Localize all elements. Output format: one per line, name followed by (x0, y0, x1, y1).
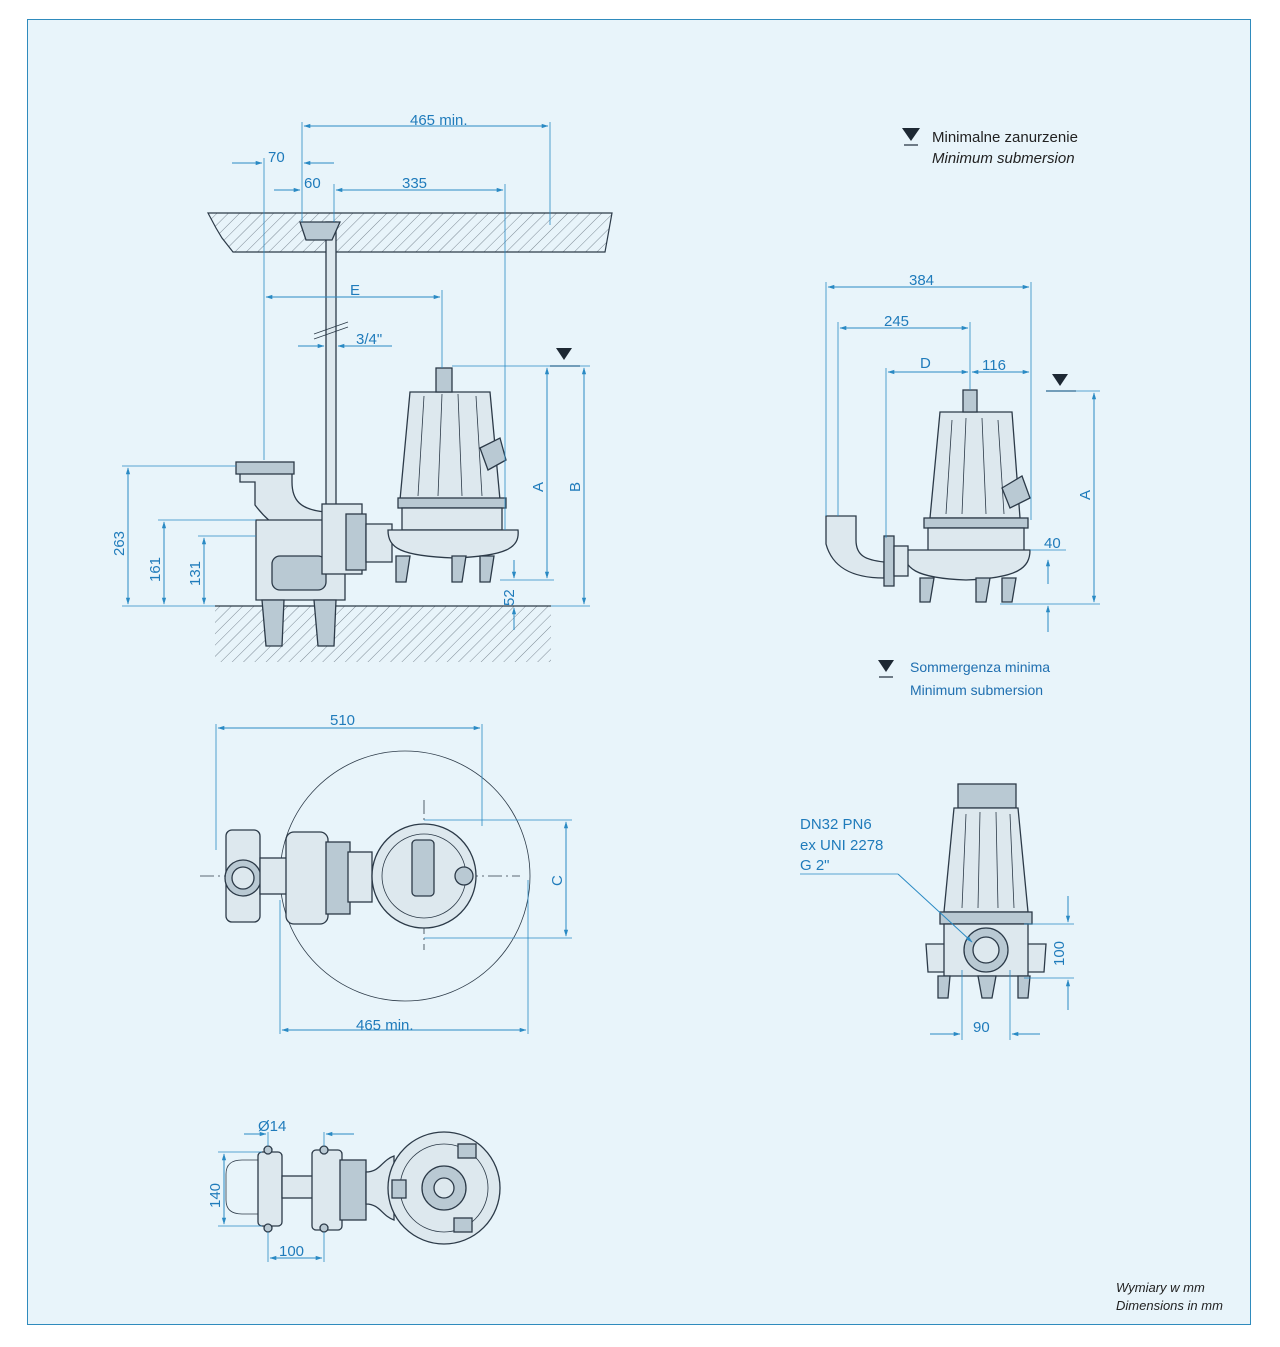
legend-top-line2: Minimum submersion (932, 150, 1075, 167)
dim-335: 335 (402, 175, 427, 192)
front-view: DN32 PN6 ex UNI 2278 G 2" 100 90 (800, 783, 1074, 1040)
footer: Wymiary w mm Dimensions in mm (1116, 1280, 1223, 1313)
dim-D: D (920, 355, 931, 372)
discharge-bend-right (825, 515, 885, 579)
dim-A-side: A (530, 482, 547, 492)
dim-245: 245 (884, 313, 909, 330)
dim-B: B (567, 482, 584, 492)
side-elevation: 465 min. 70 60 335 E 3/4" A B 52 (111, 112, 613, 662)
footer-line1: Wymiary w mm (1116, 1280, 1205, 1295)
legend-top-line1: Minimalne zanurzenie (932, 129, 1078, 146)
dim-465-top: 465 min. (410, 112, 468, 129)
flange-label-2: ex UNI 2278 (800, 837, 883, 854)
lifting-handle (435, 367, 453, 393)
dim-465-plan: 465 min. (356, 1017, 414, 1034)
legend-mid-line2: Minimum submersion (910, 682, 1043, 698)
plan-view: 510 C 465 min. (200, 712, 572, 1034)
legend-top: Minimalne zanurzenie Minimum submersion (902, 128, 1078, 167)
pump-motor-right (929, 411, 1021, 519)
dim-131: 131 (187, 561, 204, 586)
submersion-symbol (556, 348, 572, 360)
dim-116: 116 (982, 357, 1006, 374)
legend-mid-line1: Sommergenza minima (910, 659, 1050, 675)
guide-rail (325, 221, 337, 513)
dim-100-bottom: 100 (279, 1243, 304, 1260)
dim-263: 263 (111, 531, 128, 556)
dim-510: 510 (330, 712, 355, 729)
dim-100-front: 100 (1051, 941, 1068, 966)
flange-label-3: G 2" (800, 857, 830, 874)
dim-90: 90 (973, 1019, 990, 1036)
dim-70: 70 (268, 149, 285, 166)
upper-bracket (299, 221, 342, 241)
bottom-view: Ø14 140 100 (207, 1118, 501, 1262)
ceiling-slab (207, 212, 613, 253)
submersion-symbol-right (1052, 374, 1068, 386)
dim-161: 161 (147, 557, 164, 582)
dim-3-4: 3/4" (356, 331, 382, 348)
legend-mid: Sommergenza minima Minimum submersion (878, 659, 1050, 698)
dim-52: 52 (501, 589, 518, 606)
cable-gland (479, 437, 507, 471)
dim-E: E (350, 282, 360, 299)
submersion-icon-mid (878, 660, 894, 672)
dim-diameter-14: Ø14 (258, 1118, 286, 1135)
dim-384: 384 (909, 272, 934, 289)
flange-label-1: DN32 PN6 (800, 816, 872, 833)
dim-A-right: A (1077, 490, 1094, 500)
dim-40: 40 (1044, 535, 1061, 552)
dim-140: 140 (207, 1183, 224, 1208)
pump-volute (387, 529, 519, 559)
right-elevation: 384 245 D 116 A 40 (825, 272, 1100, 632)
dim-C: C (549, 875, 566, 886)
footer-line2: Dimensions in mm (1116, 1298, 1223, 1313)
dim-60: 60 (304, 175, 321, 192)
submersion-icon (902, 128, 920, 141)
pump-motor-front (943, 807, 1029, 913)
